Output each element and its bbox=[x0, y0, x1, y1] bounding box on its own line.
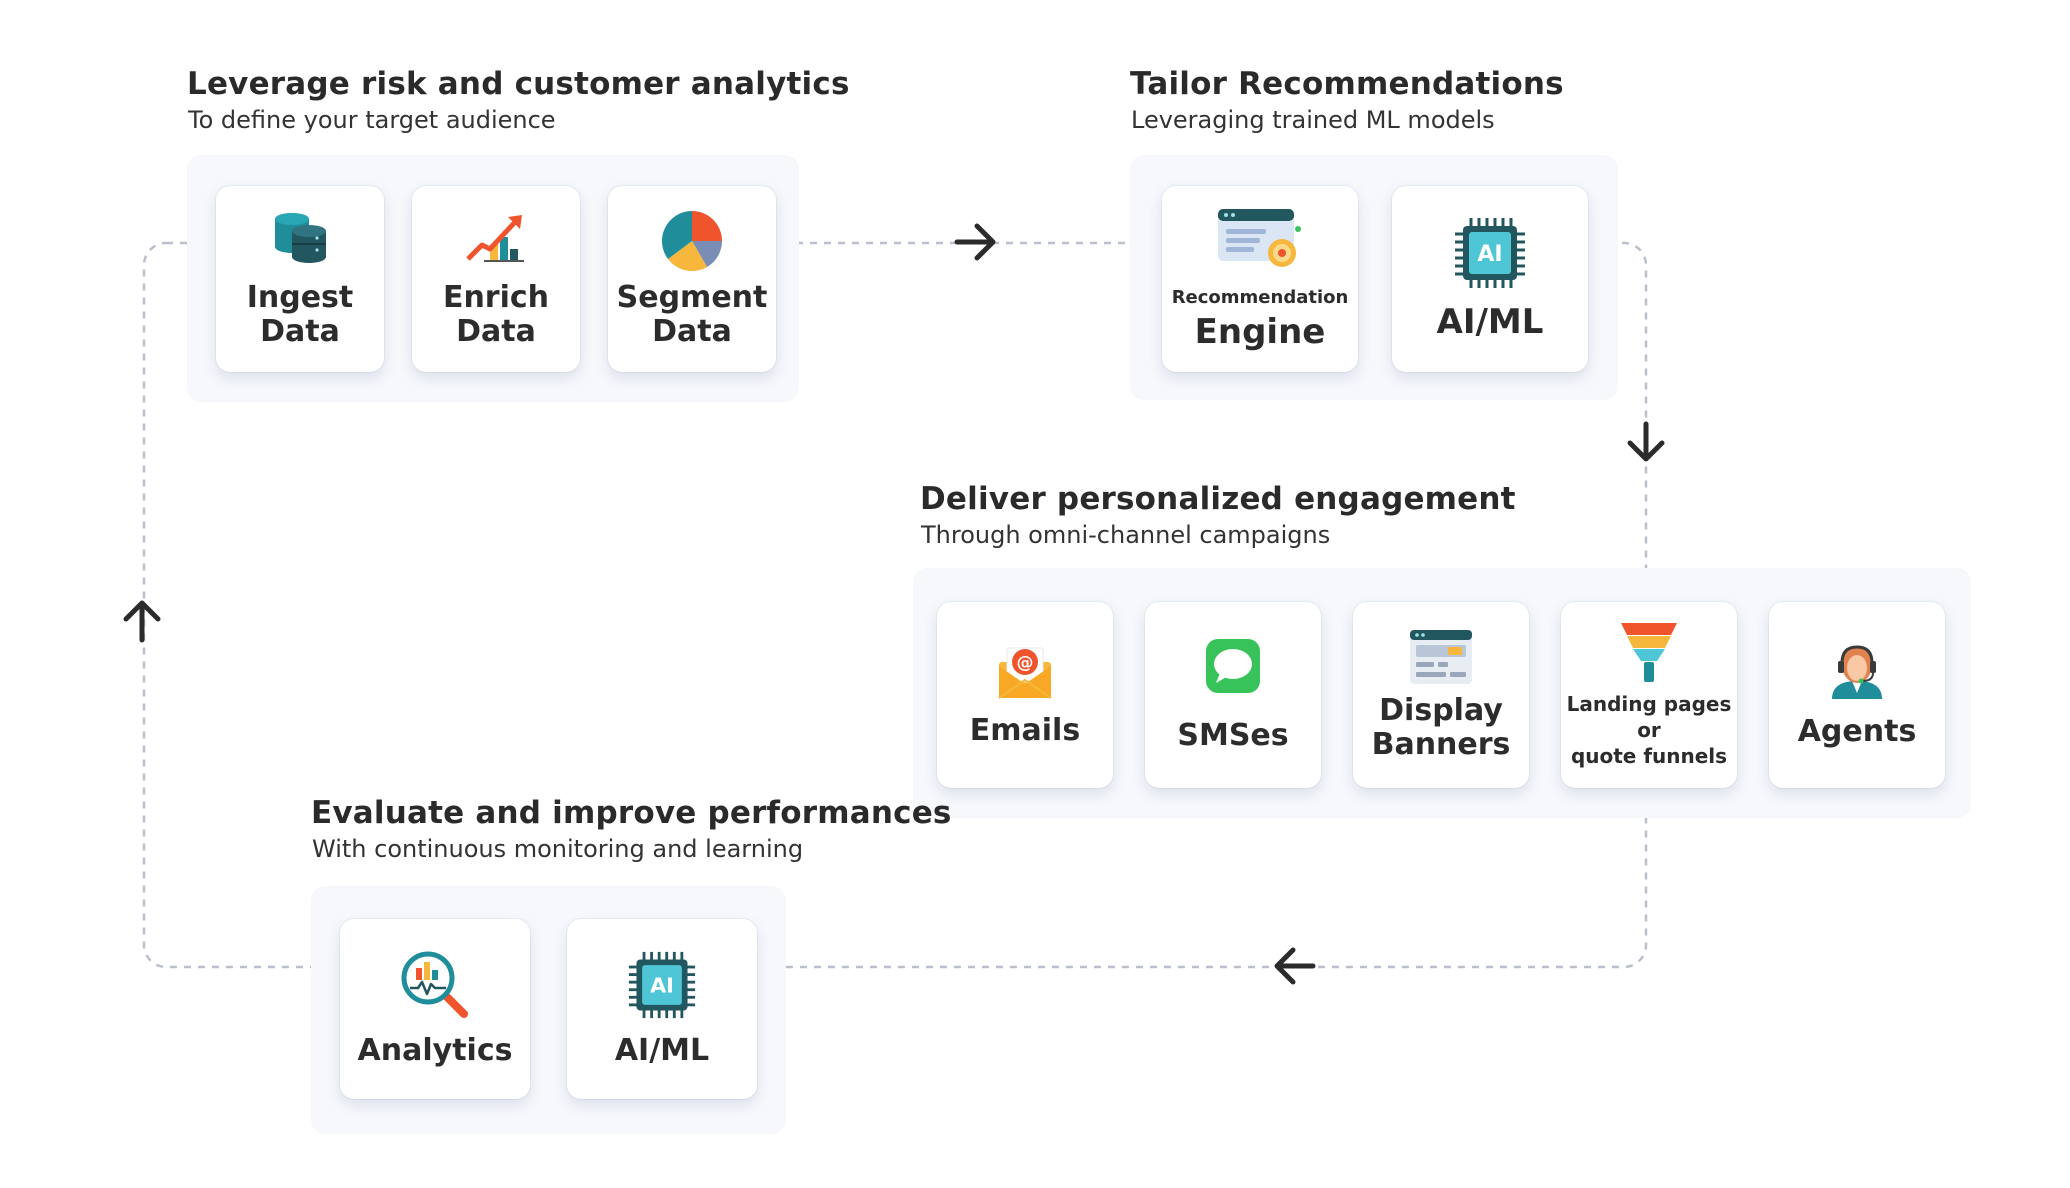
ingest-data-label-line1: Ingest bbox=[246, 280, 354, 316]
svg-text:@: @ bbox=[1017, 653, 1034, 673]
banner-icon bbox=[1410, 630, 1472, 685]
display-banners-card: Display Banners bbox=[1353, 602, 1529, 788]
ai-chip-text: AI bbox=[1477, 242, 1502, 267]
landing-pages-card: Landing pages or quote funnels bbox=[1561, 602, 1737, 788]
emails-label: Emails bbox=[969, 713, 1081, 749]
flow-cycle-path bbox=[142, 241, 1648, 969]
tailor-aiml-label: AI/ML bbox=[1436, 302, 1544, 343]
deliver-title: Deliver personalized engagement bbox=[920, 481, 1516, 517]
display-banners-label-line2: Banners bbox=[1371, 727, 1511, 762]
funnel-icon bbox=[1621, 623, 1677, 682]
prepare-subtitle: To define your target audience bbox=[188, 106, 556, 134]
sms-icon bbox=[1206, 639, 1260, 694]
agent-icon bbox=[1832, 645, 1882, 700]
display-banners-label-line1: Display bbox=[1379, 693, 1503, 729]
ingest-data-label-line2: Data bbox=[260, 314, 340, 349]
prepare-title: Leverage risk and customer analytics bbox=[187, 66, 850, 102]
ai-chip-icon: AI bbox=[628, 951, 696, 1019]
database-icon bbox=[275, 213, 326, 264]
evaluate-subtitle: With continuous monitoring and learning bbox=[312, 835, 804, 863]
ai-chip-text: AI bbox=[650, 974, 674, 998]
arrow-down-icon bbox=[1627, 421, 1665, 462]
evaluate-aiml-label: AI/ML bbox=[614, 1033, 710, 1069]
email-icon: @ bbox=[998, 647, 1052, 699]
arrow-right-icon bbox=[954, 223, 996, 261]
smses-label: SMSes bbox=[1177, 718, 1289, 754]
segment-data-card: Segment Data bbox=[608, 186, 776, 372]
engine-label-large: Engine bbox=[1194, 311, 1326, 352]
enrich-data-label-line1: Enrich bbox=[442, 280, 550, 316]
pie-chart-icon bbox=[662, 211, 722, 272]
analytics-magnifier-icon bbox=[401, 951, 468, 1019]
deliver-subtitle: Through omni-channel campaigns bbox=[921, 521, 1331, 549]
landing-pages-label-line1: Landing pages bbox=[1566, 692, 1732, 716]
recommendation-label-small: Recommendation bbox=[1171, 286, 1349, 308]
analytics-card: Analytics bbox=[340, 919, 530, 1099]
ingest-data-card: Ingest Data bbox=[216, 186, 384, 372]
landing-pages-label-line2: or bbox=[1637, 718, 1661, 742]
recommendation-engine-icon bbox=[1218, 208, 1301, 267]
analytics-label: Analytics bbox=[357, 1033, 513, 1069]
growth-chart-icon bbox=[466, 215, 524, 263]
arrow-up-icon bbox=[123, 600, 161, 643]
landing-pages-label-line3: quote funnels bbox=[1570, 744, 1728, 768]
agents-card: Agents bbox=[1769, 602, 1945, 788]
agents-label: Agents bbox=[1797, 714, 1917, 750]
arrow-left-icon bbox=[1274, 947, 1316, 985]
emails-card: @ Emails bbox=[937, 602, 1113, 788]
tailor-title: Tailor Recommendations bbox=[1130, 66, 1564, 102]
tailor-subtitle: Leveraging trained ML models bbox=[1131, 106, 1495, 134]
enrich-data-label-line2: Data bbox=[456, 314, 536, 349]
recommendation-engine-card: Recommendation Engine bbox=[1162, 186, 1358, 372]
evaluate-title: Evaluate and improve performances bbox=[311, 795, 952, 831]
smses-card: SMSes bbox=[1145, 602, 1321, 788]
tailor-aiml-card: AI AI/ML bbox=[1392, 186, 1588, 372]
segment-data-label-line2: Data bbox=[652, 314, 732, 349]
evaluate-aiml-card: AI AI/ML bbox=[567, 919, 757, 1099]
segment-data-label-line1: Segment bbox=[616, 280, 768, 316]
ai-chip-icon: AI bbox=[1455, 218, 1525, 289]
enrich-data-card: Enrich Data bbox=[412, 186, 580, 372]
